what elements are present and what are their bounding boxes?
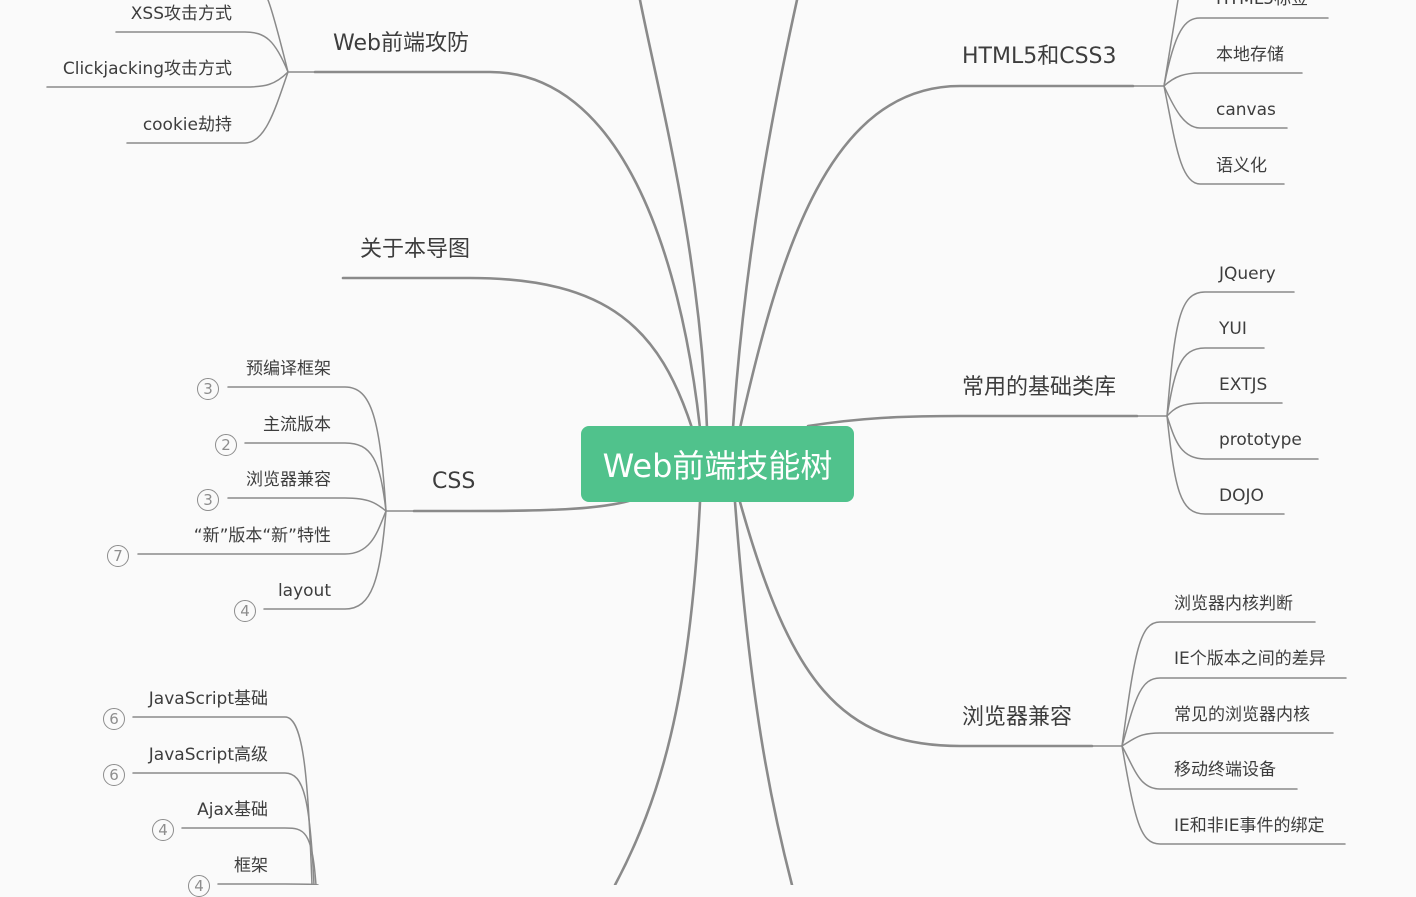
subtopic-js-basics[interactable]: JavaScript基础: [148, 689, 268, 709]
link-web-security: [313, 70, 702, 430]
subtopic-local-storage[interactable]: 本地存储: [1216, 45, 1284, 65]
subtopic-prototype[interactable]: prototype: [1219, 430, 1302, 450]
topic-browser-compat[interactable]: 浏览器兼容: [962, 705, 1073, 730]
subtopic-common-kernels[interactable]: 常见的浏览器内核: [1174, 705, 1310, 725]
root-node[interactable]: Web前端技能树: [581, 426, 854, 502]
link-bottom-left2: [690, 502, 718, 885]
subtopic-new-features[interactable]: “新”版本“新”特性: [193, 526, 331, 546]
link-top-left: [638, 0, 709, 430]
subtopic-xss[interactable]: XSS攻击方式: [130, 4, 232, 24]
subtopic-extjs[interactable]: EXTJS: [1219, 375, 1268, 395]
count-badge[interactable]: 6: [103, 708, 125, 730]
subtopic-ajax[interactable]: Ajax基础: [197, 800, 268, 820]
link-css: [412, 498, 634, 513]
subtopic-html5-tags[interactable]: HTML5标签: [1216, 0, 1308, 8]
subtopic-precompile[interactable]: 预编译框架: [246, 359, 331, 379]
subtopic-semantics[interactable]: 语义化: [1216, 156, 1267, 176]
topic-about[interactable]: 关于本导图: [360, 237, 471, 262]
count-badge[interactable]: 3: [197, 378, 219, 400]
link-html5: [738, 84, 1135, 430]
link-bottom-right: [733, 500, 794, 885]
count-badge[interactable]: 6: [103, 764, 125, 786]
subtopic-dojo[interactable]: DOJO: [1219, 486, 1264, 506]
count-badge[interactable]: 3: [197, 489, 219, 511]
subtopic-clickjacking[interactable]: Clickjacking攻击方式: [62, 59, 232, 79]
count-badge[interactable]: 4: [152, 819, 174, 841]
link-top-right: [731, 0, 799, 430]
root-label: Web前端技能树: [602, 447, 833, 485]
subtopic-ie-events[interactable]: IE和非IE事件的绑定: [1174, 816, 1325, 836]
link-js: [613, 500, 702, 885]
subtopic-cookie[interactable]: cookie劫持: [142, 115, 232, 135]
topic-css[interactable]: CSS: [432, 469, 476, 494]
subtopic-canvas[interactable]: canvas: [1216, 100, 1276, 120]
subtopic-layout[interactable]: layout: [277, 581, 331, 601]
subtopic-kernel-detect[interactable]: 浏览器内核判断: [1174, 594, 1293, 614]
subtopic-frameworks[interactable]: 框架: [234, 856, 268, 876]
topic-libraries[interactable]: 常用的基础类库: [962, 375, 1117, 400]
link-about: [341, 276, 694, 430]
topic-html5-css3[interactable]: HTML5和CSS3: [962, 44, 1117, 69]
subtopic-jquery[interactable]: JQuery: [1219, 264, 1276, 284]
count-badge[interactable]: 4: [234, 600, 256, 622]
count-badge[interactable]: 7: [107, 545, 129, 567]
subtopic-yui[interactable]: YUI: [1219, 319, 1247, 339]
link-libraries: [806, 414, 1139, 428]
subtopic-js-advanced[interactable]: JavaScript高级: [148, 745, 268, 765]
count-badge[interactable]: 2: [215, 434, 237, 456]
count-badge[interactable]: 4: [188, 875, 210, 897]
subtopic-ie-versions[interactable]: IE个版本之间的差异: [1174, 649, 1326, 669]
subtopic-css-compat[interactable]: 浏览器兼容: [246, 470, 331, 490]
link-browser: [738, 500, 1094, 748]
subtopic-versions[interactable]: 主流版本: [263, 415, 331, 435]
topic-web-security[interactable]: Web前端攻防: [333, 31, 469, 56]
subtopic-mobile[interactable]: 移动终端设备: [1174, 760, 1276, 780]
